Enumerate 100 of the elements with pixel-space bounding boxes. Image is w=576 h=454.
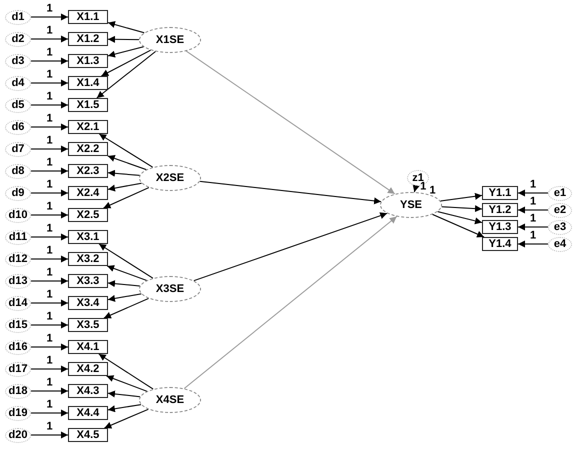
- error-term-circle: [5, 32, 31, 46]
- observed-variable-box: [482, 237, 518, 251]
- arrow: [437, 211, 482, 224]
- arrow: [108, 390, 140, 398]
- observed-variable-box: [68, 340, 108, 354]
- path-weight-label: 1: [46, 92, 53, 102]
- variable-name: X4.3: [76, 386, 100, 396]
- arrow: [441, 205, 482, 212]
- variable-name: d10: [8, 210, 28, 220]
- arrow: [108, 21, 145, 34]
- variable-name: X1.3: [76, 56, 100, 66]
- variable-name: X3SE: [154, 284, 186, 294]
- observed-variable-box: [68, 406, 108, 420]
- observed-variable-box: [68, 428, 108, 442]
- arrow: [30, 432, 68, 438]
- arrow: [518, 240, 548, 248]
- error-term-circle: [5, 186, 31, 200]
- variable-name: X1SE: [154, 34, 186, 46]
- arrow: [30, 256, 68, 262]
- arrow: [30, 102, 68, 108]
- arrow: [440, 192, 482, 202]
- observed-variable-box: [68, 186, 108, 200]
- observed-variable-box: [68, 318, 108, 332]
- variable-name: X1.1: [76, 12, 100, 22]
- variable-name: d9: [10, 188, 26, 198]
- variable-name: d13: [8, 276, 28, 286]
- observed-variable-box: [68, 274, 108, 288]
- arrow: [199, 180, 382, 204]
- arrow: [193, 212, 388, 282]
- variable-name: d4: [10, 78, 26, 88]
- variable-name: X2.5: [76, 210, 100, 220]
- path-weight-label: 1: [46, 48, 53, 58]
- path-weight-label: 1: [46, 70, 53, 80]
- observed-variable-box: [68, 362, 108, 376]
- arrow: [103, 298, 150, 318]
- arrow: [30, 58, 68, 64]
- variable-name: X2.4: [76, 188, 100, 198]
- variable-name: Y1.2: [488, 204, 512, 216]
- variable-name: X4.4: [76, 408, 100, 418]
- variable-name: d2: [10, 34, 26, 44]
- arrow: [30, 410, 68, 416]
- path-weight-label: 1: [46, 224, 53, 234]
- variable-name: X3.3: [76, 276, 100, 286]
- error-term-circle: [5, 76, 31, 90]
- arrow: [108, 280, 140, 288]
- arrow: [30, 80, 68, 86]
- path-weight-label: 1: [46, 158, 53, 168]
- variable-name: d12: [8, 254, 28, 264]
- variable-name: d20: [8, 430, 28, 440]
- latent-variable-ellipse: [380, 192, 442, 218]
- error-term-circle: [548, 202, 572, 218]
- variable-name: d18: [8, 386, 28, 396]
- observed-variable-box: [68, 296, 108, 310]
- variable-name: d7: [10, 144, 26, 154]
- variable-name: d11: [8, 232, 28, 242]
- variable-name: X3.4: [76, 298, 100, 308]
- path-weight-label: 1: [530, 214, 536, 224]
- arrow: [30, 168, 68, 174]
- variable-name: d14: [8, 298, 28, 308]
- variable-name: X1.2: [76, 34, 100, 44]
- variable-name: Y1.4: [488, 238, 512, 250]
- arrow: [106, 265, 148, 281]
- arrow: [108, 170, 140, 177]
- variable-name: d17: [8, 364, 28, 374]
- path-weight-label: 1: [46, 136, 53, 146]
- arrow: [106, 375, 148, 392]
- arrow: [96, 51, 156, 98]
- arrow: [432, 214, 485, 238]
- variable-name: d1: [10, 12, 26, 22]
- arrow: [98, 354, 154, 390]
- path-weight-label: 1: [46, 422, 53, 432]
- observed-variable-box: [68, 76, 108, 90]
- path-weight-label: 1: [46, 246, 53, 256]
- path-weight-label: 1: [420, 181, 426, 192]
- path-weight-label: 1: [46, 26, 53, 36]
- variable-name: X1.5: [76, 100, 100, 110]
- path-weight-label: 1: [46, 378, 53, 388]
- arrow: [30, 322, 68, 328]
- arrow: [30, 14, 68, 20]
- path-weight-label: 1: [46, 290, 53, 300]
- variable-name: X1.4: [76, 78, 100, 88]
- arrow: [107, 155, 147, 170]
- variable-name: X2.3: [76, 166, 100, 176]
- arrow: [184, 216, 398, 389]
- observed-variable-box: [482, 220, 518, 234]
- latent-variable-ellipse: [139, 27, 201, 53]
- arrow: [30, 124, 68, 130]
- observed-variable-box: [482, 203, 518, 217]
- arrow: [412, 184, 420, 193]
- observed-variable-box: [482, 186, 518, 200]
- arrow: [108, 182, 142, 192]
- variable-name: X2.1: [76, 122, 100, 132]
- arrow: [98, 244, 154, 279]
- variable-name: d8: [10, 166, 26, 176]
- arrow: [30, 300, 68, 306]
- arrow: [30, 366, 68, 372]
- variable-name: d3: [10, 56, 26, 66]
- path-weight-label: 1: [46, 180, 53, 190]
- arrow: [108, 46, 144, 58]
- latent-variable-ellipse: [139, 276, 201, 302]
